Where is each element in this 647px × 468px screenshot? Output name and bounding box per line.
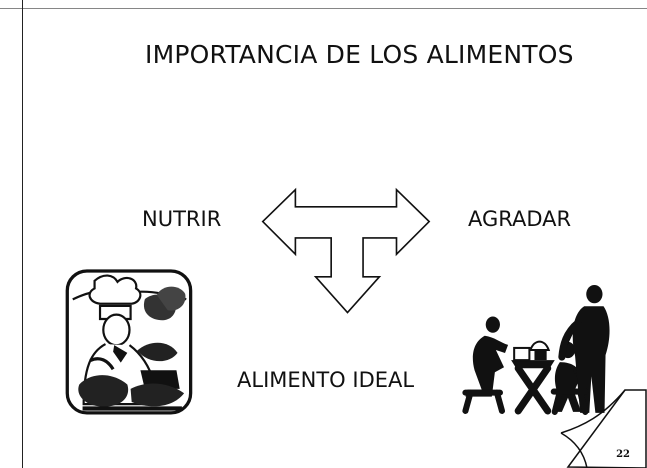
top-border xyxy=(0,8,647,9)
left-border xyxy=(22,0,23,468)
three-way-arrow-icon xyxy=(261,187,431,314)
family-at-table-illustration xyxy=(462,284,610,415)
label-nutrir: NUTRIR xyxy=(142,207,222,231)
chef-cooking-illustration xyxy=(65,269,193,415)
label-agradar: AGRADAR xyxy=(468,207,572,231)
page-curl-icon xyxy=(560,389,647,468)
label-alimento-ideal: ALIMENTO IDEAL xyxy=(237,368,415,392)
slide-title: IMPORTANCIA DE LOS ALIMENTOS xyxy=(145,40,574,69)
page-number: 22 xyxy=(616,449,630,460)
